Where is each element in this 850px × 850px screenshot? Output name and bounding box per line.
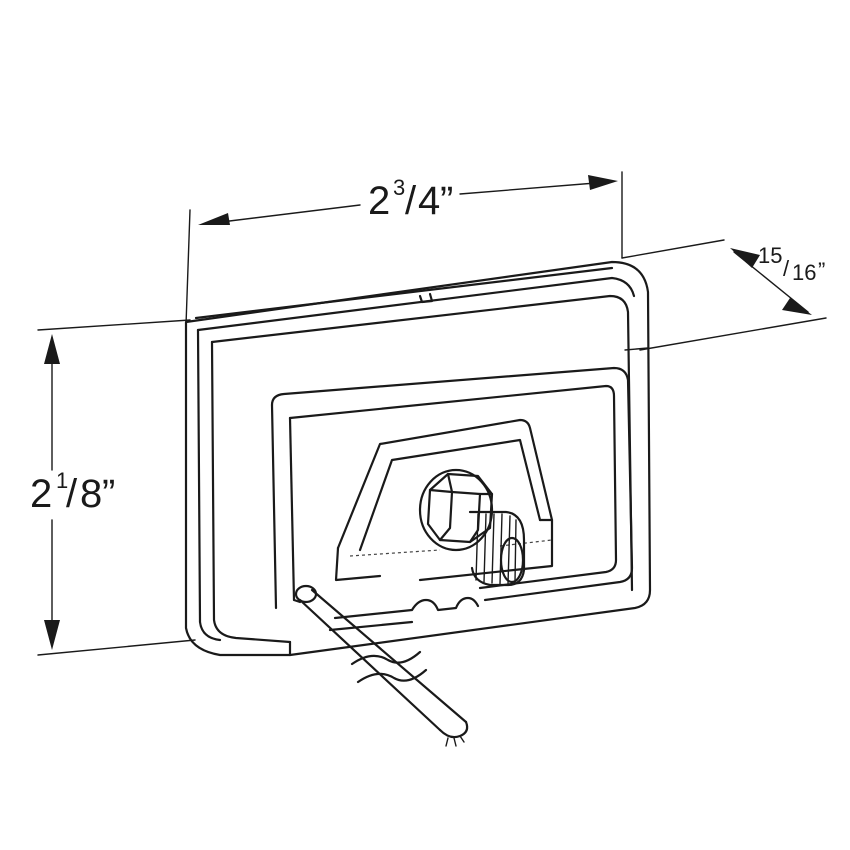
recessed-panel [270,366,634,632]
depth-label: 15 / 16 ” [758,243,825,285]
hex-nut-stud [418,468,526,587]
height-whole: 2 [30,472,52,516]
height-unit: ” [102,472,115,516]
width-numerator: 3 [393,175,405,200]
mounting-bracket [334,418,554,582]
depth-unit: ” [818,258,825,283]
width-dimension-line [198,175,618,225]
width-denominator: 4 [418,179,440,223]
height-denominator: 8 [80,472,102,516]
depth-numerator: 15 [758,243,782,268]
lead-wire [294,584,469,747]
lamp-housing [184,260,652,657]
depth-dimension-line [730,248,812,315]
depth-fraction-slash: / [783,256,790,281]
width-fraction-slash: / [405,179,417,223]
extension-lines [37,171,827,656]
height-label: 2 1 / 8 ” [30,468,115,516]
width-unit: ” [440,179,453,223]
height-fraction-slash: / [66,472,78,516]
width-whole: 2 [368,179,390,223]
height-numerator: 1 [56,468,68,493]
width-label: 2 3 / 4 ” [368,175,453,223]
height-dimension-line [44,334,60,650]
depth-denominator: 16 [792,260,816,285]
